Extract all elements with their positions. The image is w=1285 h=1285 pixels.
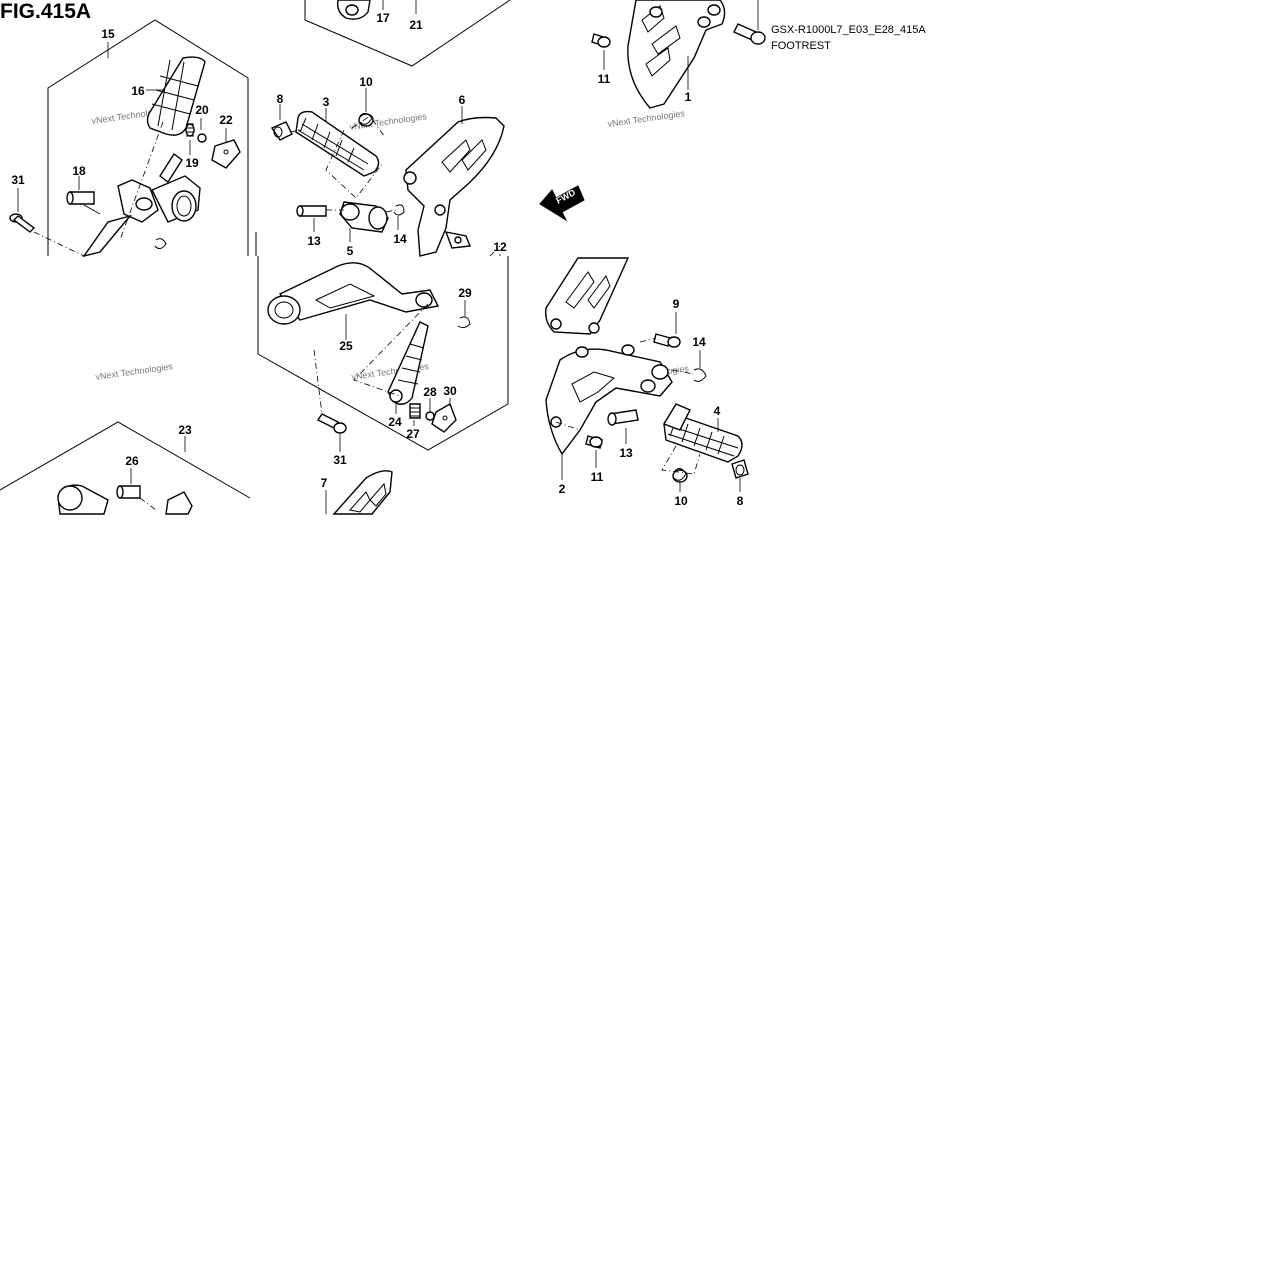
spring-coil — [186, 123, 194, 137]
callout-10: 10 — [359, 75, 373, 89]
callout-9: 9 — [673, 297, 680, 311]
e-ring — [393, 204, 405, 216]
callout-21: 21 — [409, 18, 423, 32]
rider-footrest-bracket — [403, 116, 505, 257]
callout-29: 29 — [458, 286, 472, 300]
callout-22: 22 — [219, 113, 233, 127]
bolt — [316, 413, 347, 434]
footrest-bracket — [82, 152, 201, 258]
callout-6: 6 — [459, 93, 466, 107]
lower-left-panel — [0, 421, 251, 515]
callout-15: 15 — [101, 27, 115, 41]
callout-28: 28 — [423, 385, 437, 399]
e-ring — [154, 238, 167, 250]
callout-18: 18 — [72, 164, 86, 178]
bolt — [9, 213, 36, 233]
callout-4: 4 — [714, 404, 721, 418]
callout-24: 24 — [388, 415, 402, 429]
callout-16: 16 — [131, 84, 145, 98]
figure-title: FIG.415A — [0, 0, 91, 23]
ball — [425, 411, 435, 421]
callout-10: 10 — [674, 494, 688, 508]
callout-7: 7 — [321, 476, 328, 490]
rear-footrest-assembly-panel — [9, 19, 249, 258]
callout-19: 19 — [185, 156, 199, 170]
left-footrest-bracket — [545, 344, 673, 456]
rider-footrest — [295, 110, 380, 177]
footrest-rubber — [146, 56, 206, 136]
callout-8: 8 — [277, 92, 284, 106]
pillion-bracket-panel — [257, 256, 509, 452]
callout-2: 2 — [559, 482, 566, 496]
lower-bracket — [325, 470, 393, 515]
spring — [185, 123, 195, 137]
centre-footrest-panel — [255, 88, 505, 257]
callout-11: 11 — [598, 72, 611, 86]
callout-31: 31 — [11, 173, 25, 187]
callout-5: 5 — [347, 244, 354, 258]
left-footrest — [662, 403, 743, 463]
callout-30: 30 — [443, 384, 457, 398]
forward-direction-arrow: FWD — [539, 185, 585, 222]
upper-centre-panel — [304, 0, 511, 67]
callout-31: 31 — [333, 453, 347, 467]
left-footrest-assembly — [544, 257, 749, 492]
callout-11: 11 — [591, 470, 604, 484]
callout-20: 20 — [195, 103, 209, 117]
e-ring — [693, 368, 707, 382]
pin — [299, 205, 327, 217]
callout-26: 26 — [125, 454, 139, 468]
watermark: vNext Technologies — [607, 108, 686, 129]
callout-13: 13 — [619, 446, 633, 460]
pillion-bracket-arm — [267, 262, 440, 325]
callout-13: 13 — [307, 234, 321, 248]
watermark: vNext Technologies — [95, 361, 174, 382]
callout-3: 3 — [323, 95, 330, 109]
callout-14: 14 — [393, 232, 407, 246]
rider-footrest-bracket-right — [591, 0, 766, 109]
callout-27: 27 — [406, 427, 420, 441]
pillion-footrest — [387, 321, 429, 405]
callout-25: 25 — [339, 339, 353, 353]
callout-17: 17 — [376, 11, 390, 25]
callout-8: 8 — [737, 494, 744, 508]
callout-1: 1 — [685, 90, 692, 104]
plate — [431, 402, 457, 433]
figure-code: GSX-R1000L7_E03_E28_415A — [771, 24, 926, 36]
callout-23: 23 — [178, 423, 192, 437]
e-ring — [457, 316, 471, 329]
callout-14: 14 — [692, 335, 706, 349]
pivot-bracket — [339, 201, 389, 233]
figure-name: FOOTREST — [771, 40, 831, 52]
callout-labels: 15 16 20 22 19 18 31 17 21 8 3 10 6 13 5… — [11, 11, 743, 508]
callout-12: 12 — [493, 240, 507, 254]
ball — [197, 133, 207, 143]
